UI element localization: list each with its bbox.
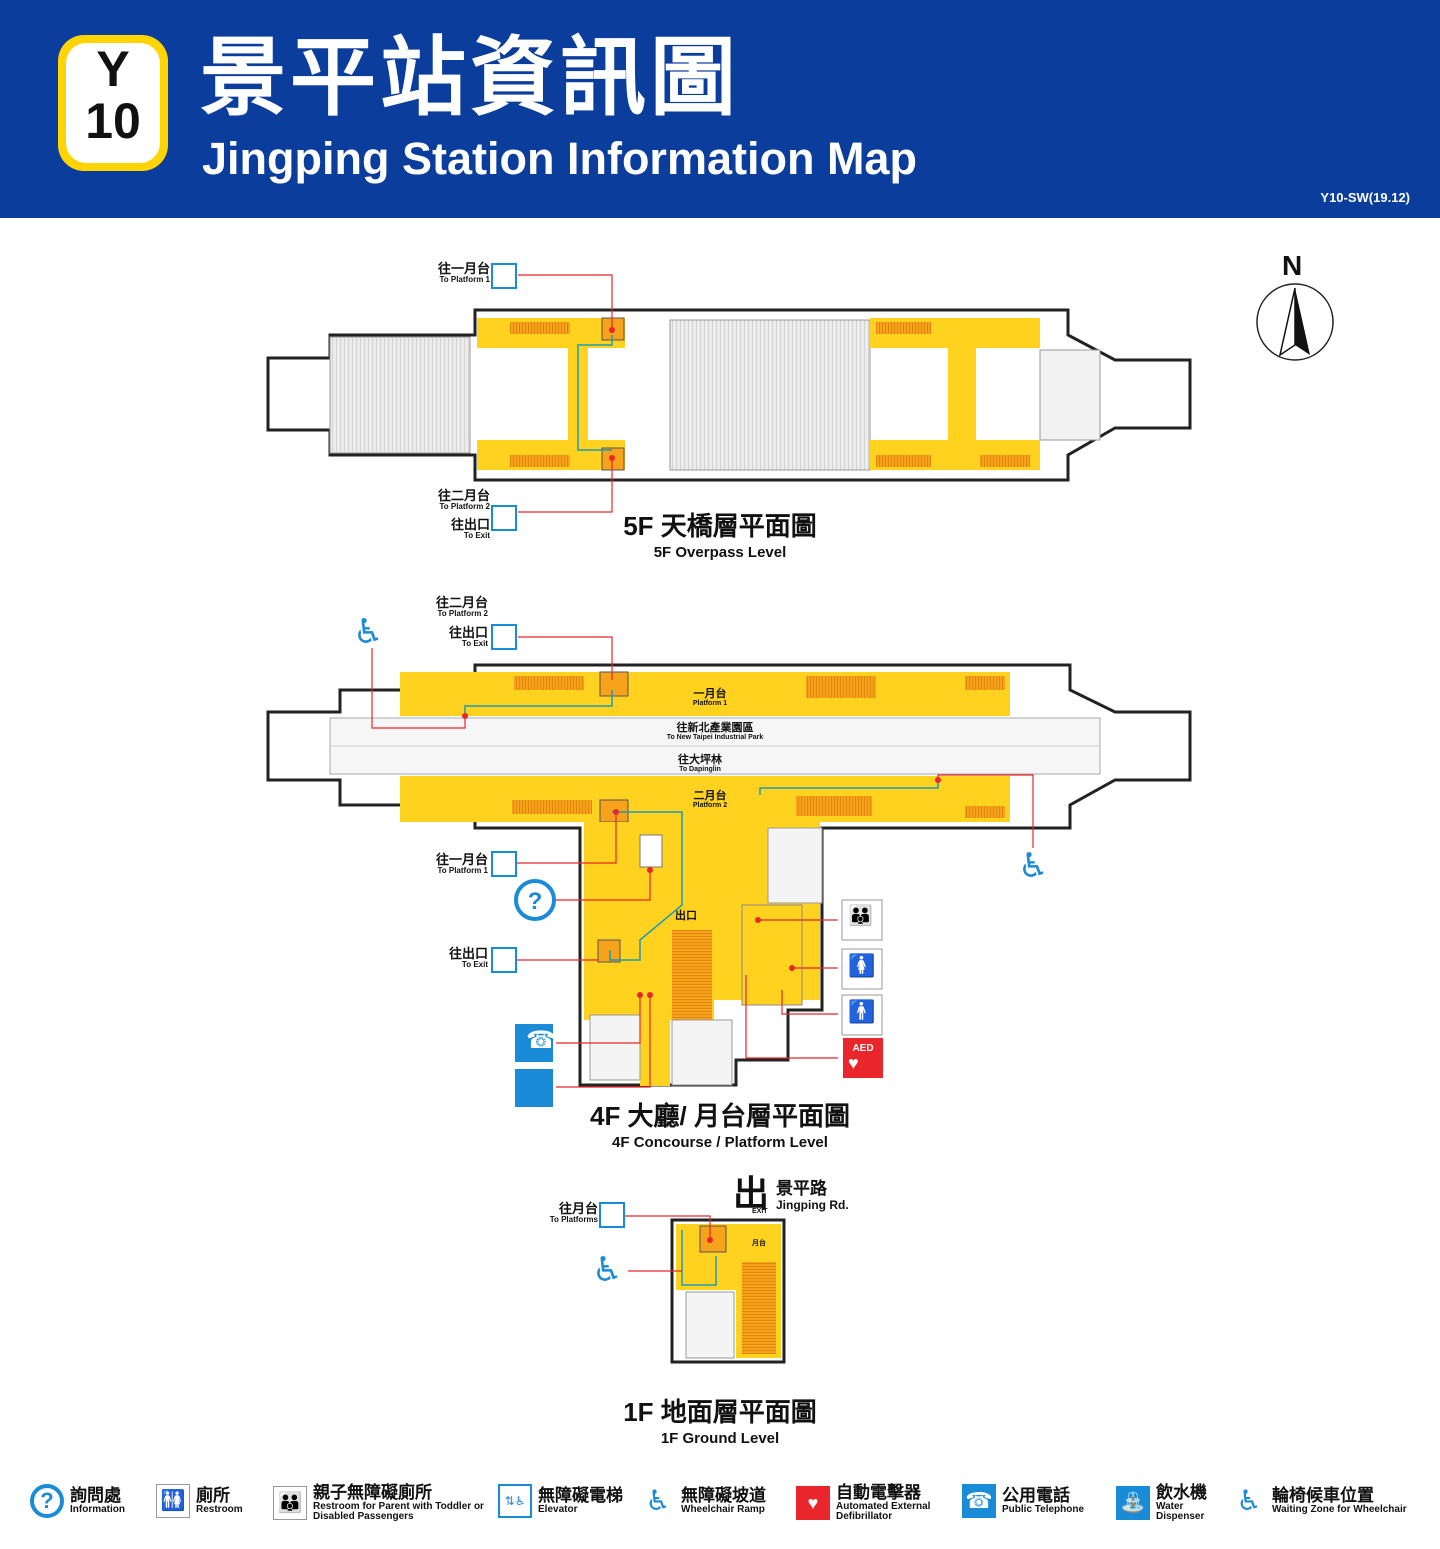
female-restroom-icon xyxy=(841,948,883,990)
facility-signs: ? xyxy=(491,263,883,1228)
svg-text:?: ? xyxy=(528,888,543,915)
man-icon: 🚹 xyxy=(848,999,876,1024)
platform-label-1f: 月台 xyxy=(752,1240,766,1247)
information-icon xyxy=(514,879,556,921)
aed-label: AED xyxy=(852,1043,874,1054)
document-code: Y10-SW(19.12) xyxy=(1320,190,1410,205)
compass xyxy=(1256,283,1334,361)
wheelchair-waiting-icon: ♿ xyxy=(1236,1485,1262,1516)
exit-glyph: 出 xyxy=(733,1173,770,1214)
exit-label-4f: 出口 xyxy=(675,910,697,922)
woman-icon: 🚺 xyxy=(848,953,876,978)
family-restroom-icon xyxy=(841,899,883,941)
restroom-icon: 🚻 xyxy=(156,1484,190,1518)
header-banner: Y 10 景平站資訊圖 Jingping Station Information… xyxy=(0,0,1440,218)
aed-icon xyxy=(843,1038,883,1078)
telephone-icon: ☎ xyxy=(962,1484,996,1518)
wheelchair-waiting-icon: ♿ xyxy=(353,613,384,651)
compass-needle-right xyxy=(1295,288,1310,355)
line-badge-inner: Y 10 xyxy=(66,43,160,163)
exit-word: EXIT xyxy=(752,1208,768,1215)
heart-icon: ♥ xyxy=(848,1053,859,1073)
elevator-icon xyxy=(599,1202,625,1228)
people-icon: 👪 xyxy=(848,905,873,927)
water-dispenser-icon xyxy=(515,1069,553,1107)
floor-4f-plan xyxy=(266,636,1192,1088)
phone-glyph-icon: ☎ xyxy=(526,1027,556,1054)
aed-icon: ♥ xyxy=(796,1486,830,1521)
elevator-icon: ⇅♿ xyxy=(498,1484,532,1518)
information-icon: ? xyxy=(30,1484,64,1518)
compass-north-label: N xyxy=(1282,250,1303,281)
title-chinese: 景平站資訊圖 xyxy=(200,30,740,126)
floor-1f-plan xyxy=(624,1215,786,1364)
floor-5f-plan xyxy=(266,274,1192,513)
family-restroom-icon: 👪 xyxy=(273,1486,307,1521)
elevator-icon xyxy=(491,851,517,877)
telephone-icon xyxy=(515,1024,553,1062)
male-restroom-icon xyxy=(841,994,883,1036)
wheelchair-ramp-icon: ♿ xyxy=(645,1485,671,1516)
title-english: Jingping Station Information Map xyxy=(202,133,917,184)
elevator-icon xyxy=(491,263,517,289)
station-number: 10 xyxy=(85,93,141,149)
elevator-icon xyxy=(491,624,517,650)
water-dispenser-icon: ⛲ xyxy=(1116,1486,1150,1521)
elevator-icon xyxy=(491,505,517,531)
line-code: Y xyxy=(96,41,130,97)
wheelchair-waiting-icon: ♿ xyxy=(1018,847,1049,885)
wheelchair-ramp-icon: ♿ xyxy=(592,1251,623,1289)
elevator-icon xyxy=(491,947,517,973)
line-badge: Y 10 xyxy=(58,35,168,171)
